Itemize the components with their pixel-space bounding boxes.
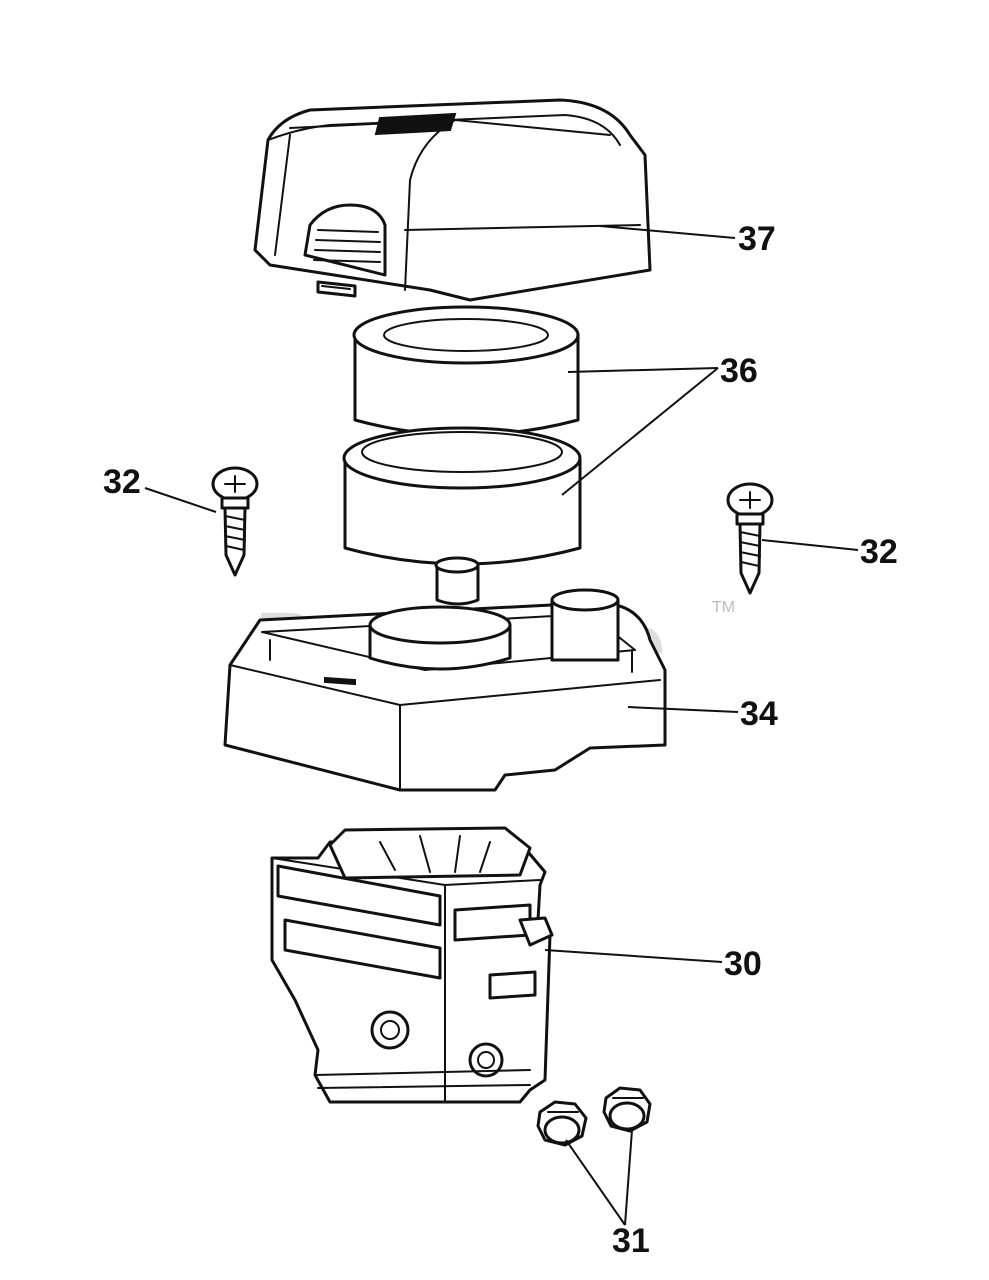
part-36-filter-element[interactable] [342,305,582,566]
leader-32-right [761,539,859,551]
callout-30: 30 [724,945,762,983]
leader-36 [561,367,719,496]
part-37-air-cleaner-cover[interactable] [253,98,652,302]
callout-37: 37 [738,220,776,258]
callout-32-right: 32 [860,533,898,571]
leader-30 [544,949,723,963]
leader-32-left [144,487,217,513]
watermark-trademark: TM [712,599,735,616]
part-31-flange-nut-left[interactable] [536,1100,588,1147]
part-31-flange-nut-right[interactable] [602,1086,652,1133]
part-32-screw-right[interactable] [726,482,774,595]
part-30-air-cleaner-housing[interactable] [270,826,554,1104]
leader-31 [565,1129,633,1226]
callout-36: 36 [720,352,758,390]
part-34-air-cleaner-base[interactable] [223,556,667,792]
leader-37 [599,225,736,239]
part-32-screw-left[interactable] [211,466,259,577]
callout-31: 31 [612,1222,650,1260]
leader-34 [627,706,739,713]
callout-32-left: 32 [103,463,141,501]
callout-34: 34 [740,695,778,733]
